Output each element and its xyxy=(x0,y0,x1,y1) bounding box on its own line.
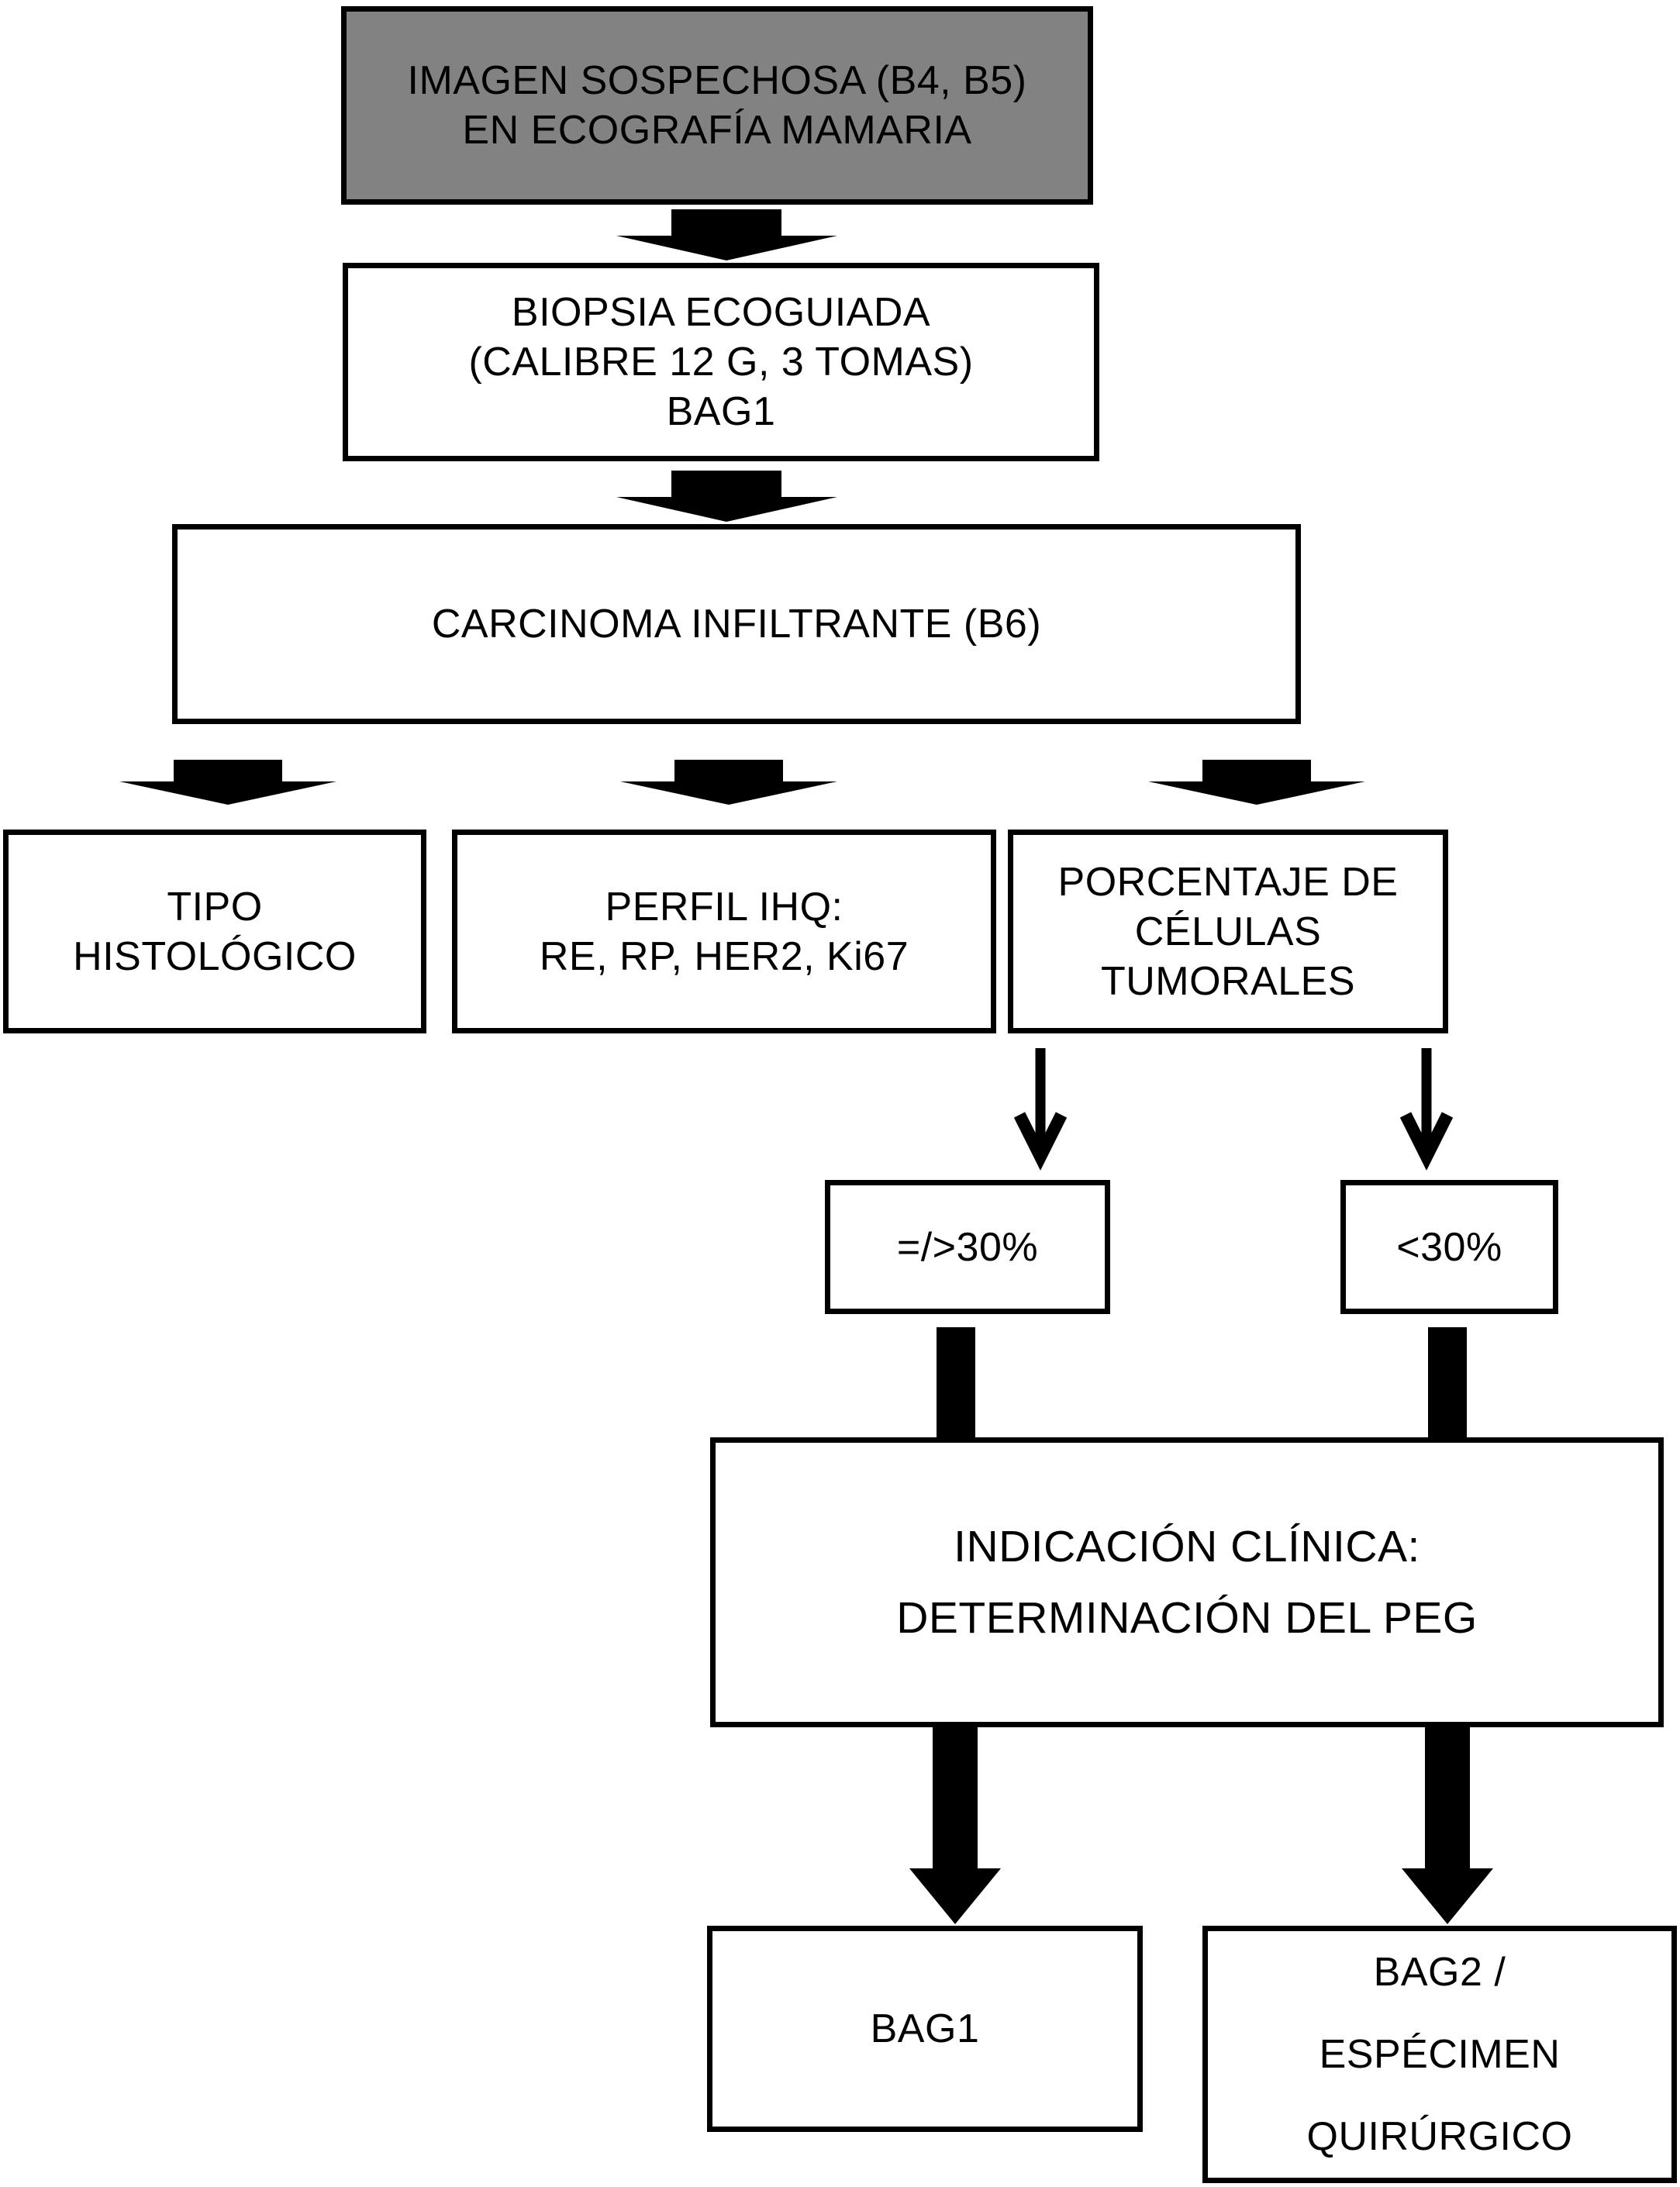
node-bag1-result: BAG1 xyxy=(707,1926,1143,2132)
node-text-line: QUIRÚRGICO xyxy=(1306,2114,1573,2159)
thick-arrow-down-icon xyxy=(1402,1725,1493,1924)
node-perfil-ihq: PERFIL IHQ: RE, RP, HER2, Ki67 xyxy=(452,830,996,1033)
node-biopsia-ecoguiada: BIOPSIA ECOGUIADA (CALIBRE 12 G, 3 TOMAS… xyxy=(343,263,1099,461)
block-arrow-down-icon xyxy=(620,760,837,805)
thick-stem-connector xyxy=(1428,1327,1467,1440)
node-text-line: CARCINOMA INFILTRANTE (B6) xyxy=(431,602,1042,647)
node-text-line: BIOPSIA ECOGUIADA xyxy=(511,290,931,335)
node-indicacion-clinica: INDICACIÓN CLÍNICA: DETERMINACIÓN DEL PE… xyxy=(710,1437,1664,1727)
node-bag2-especimen: BAG2 / ESPÉCIMEN QUIRÚRGICO xyxy=(1202,1926,1677,2183)
block-arrow-down-icon xyxy=(119,760,336,805)
thick-stem-connector xyxy=(937,1327,975,1440)
node-ge-30-percent: =/>30% xyxy=(825,1180,1110,1314)
node-text-line: CÉLULAS xyxy=(1134,909,1322,954)
node-text-line: BAG1 xyxy=(666,389,776,434)
node-text-line: PERFIL IHQ: xyxy=(605,884,843,930)
node-text-line: RE, RP, HER2, Ki67 xyxy=(539,933,909,979)
block-arrow-down-icon xyxy=(616,209,837,260)
node-text-line: TUMORALES xyxy=(1100,958,1356,1004)
node-text-line: <30% xyxy=(1396,1224,1502,1270)
block-arrow-down-icon xyxy=(616,471,837,522)
thick-arrow-down-icon xyxy=(909,1725,1001,1924)
node-text-line: TIPO xyxy=(167,884,263,930)
node-lt-30-percent: <30% xyxy=(1340,1180,1558,1314)
thin-arrow-down-icon xyxy=(1013,1048,1068,1171)
node-text-line: DETERMINACIÓN DEL PEG xyxy=(896,1593,1478,1643)
node-carcinoma-infiltrante: CARCINOMA INFILTRANTE (B6) xyxy=(172,524,1301,724)
node-text-line: BAG1 xyxy=(870,2006,980,2051)
thin-arrow-down-icon xyxy=(1399,1048,1454,1171)
node-text-line: =/>30% xyxy=(896,1224,1039,1270)
node-text-line: (CALIBRE 12 G, 3 TOMAS) xyxy=(468,340,974,385)
node-text-line: INDICACIÓN CLÍNICA: xyxy=(954,1522,1420,1571)
node-text-line: PORCENTAJE DE xyxy=(1057,859,1399,905)
node-tipo-histologico: TIPO HISTOLÓGICO xyxy=(3,830,426,1033)
node-imagen-sospechosa: IMAGEN SOSPECHOSA (B4, B5) EN ECOGRAFÍA … xyxy=(341,6,1093,205)
node-text-line: HISTOLÓGICO xyxy=(73,933,357,979)
node-text-line: IMAGEN SOSPECHOSA (B4, B5) xyxy=(407,58,1027,103)
block-arrow-down-icon xyxy=(1148,760,1365,805)
node-porcentaje-celulas: PORCENTAJE DE CÉLULAS TUMORALES xyxy=(1008,830,1448,1033)
node-text-line: EN ECOGRAFÍA MAMARIA xyxy=(462,108,972,153)
node-text-line: BAG2 / xyxy=(1373,1950,1506,1995)
node-text-line: ESPÉCIMEN xyxy=(1319,2032,1561,2077)
